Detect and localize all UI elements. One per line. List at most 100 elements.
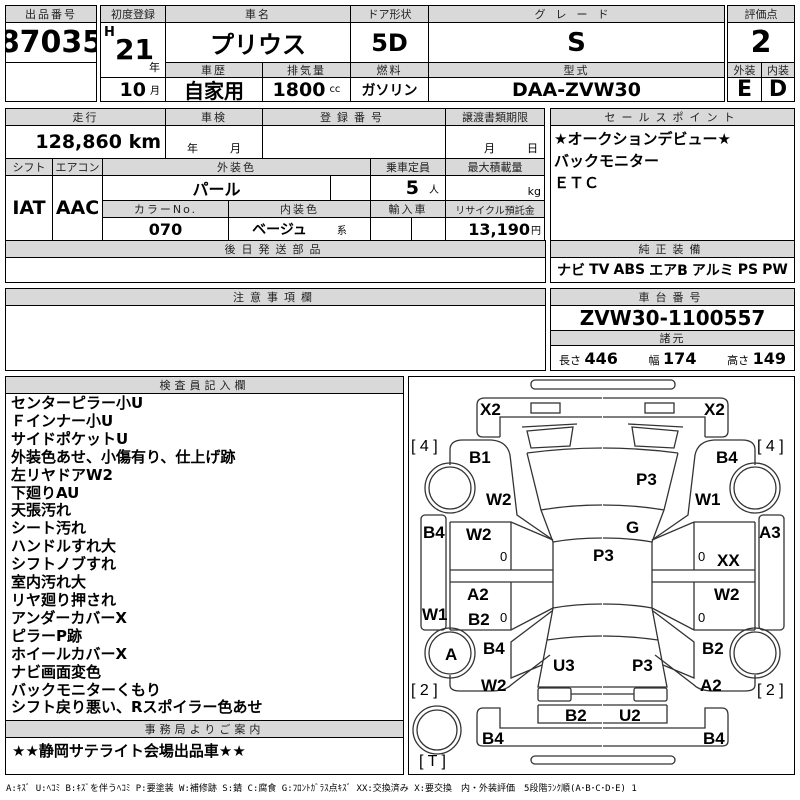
sales-point-item: バックモニター — [554, 152, 660, 170]
tire-fr: [ 4 ] — [757, 438, 784, 455]
damage-mark: P3 — [593, 546, 614, 565]
spec-length: 長さ 446 — [559, 349, 618, 368]
mileage-number: 128,860 — [35, 131, 122, 153]
score-value: 2 — [727, 22, 795, 63]
inspector-note: ナビ画面変色 — [11, 662, 102, 681]
inspection-value: 年月 — [165, 125, 263, 159]
month-unit: 月 — [150, 86, 160, 97]
damage-mark: U2 — [619, 706, 641, 725]
import-value-b — [411, 217, 446, 241]
equipment-label: 純正装備 — [550, 240, 795, 258]
grade-value: S — [428, 22, 725, 63]
int-color-label: 内装色 — [228, 200, 371, 218]
damage-mark: 0 — [500, 610, 508, 625]
length-label: 長さ — [559, 353, 581, 367]
interior-label: 内装 — [761, 62, 795, 78]
damage-mark: P3 — [632, 656, 653, 675]
damage-mark: 0 — [698, 610, 706, 625]
damage-mark: W2 — [481, 676, 507, 695]
lot-number: 87035 — [5, 22, 97, 63]
model-label: 型式 — [428, 62, 725, 78]
inspector-note: 左リヤドアW2 — [11, 465, 113, 484]
damage-mark: B2 — [468, 610, 490, 629]
chassis-label: 車台番号 — [550, 288, 795, 306]
exterior-score: E — [727, 77, 762, 102]
max-load-label: 最大積載量 — [445, 158, 545, 176]
damage-mark: W1 — [422, 605, 448, 624]
inspector-note: サイドポケットU — [11, 429, 129, 448]
inspector-note: 下廻りAU — [11, 483, 80, 502]
damage-mark: W2 — [486, 490, 512, 509]
ext-color-label: 外装色 — [102, 158, 371, 176]
year: 21 — [115, 33, 154, 66]
max-load-value: kg — [445, 175, 545, 201]
era: H — [104, 25, 115, 40]
sales-point-item: ★オークションデビュー★ — [554, 130, 731, 148]
mileage-value: 128,860 km — [5, 125, 166, 159]
capacity-number: 5 — [405, 177, 419, 199]
int-color-value: ベージュ系 — [228, 217, 371, 241]
lot-blank — [5, 62, 97, 102]
reg-number-value — [262, 125, 446, 159]
legend: A:ｷｽﾞ U:ﾍｺﾐ B:ｷｽﾞを伴うﾍｺﾐ P:要塗装 W:補修跡 S:錆 … — [6, 784, 637, 794]
inspector-note: 外装色あせ、小傷有り、仕上げ跡 — [11, 447, 236, 466]
damage-mark: A2 — [467, 585, 489, 604]
int-color-text: ベージュ — [252, 222, 307, 238]
damage-mark: X2 — [480, 400, 501, 419]
specs-values: 長さ 446 幅 174 高さ 149 — [550, 345, 795, 371]
history-label: 車歴 — [165, 62, 263, 78]
import-value-a — [370, 217, 412, 241]
later-parts-value — [5, 257, 546, 283]
damage-mark: U3 — [553, 656, 575, 675]
sales-point-list: ★オークションデビュー★ バックモニター ＥＴＣ — [550, 125, 795, 241]
inspector-note: センターピラー小U — [11, 394, 144, 412]
damage-mark: B2 — [565, 706, 587, 725]
office-label: 事務局よりご案内 — [5, 720, 404, 738]
mileage-unit: km — [128, 131, 161, 153]
transfer-value: 月日 — [445, 125, 545, 159]
damage-mark: 0 — [698, 549, 706, 564]
import-label: 輸入車 — [370, 200, 446, 218]
inspector-note: シフトノブすれ — [11, 555, 117, 574]
transfer-month-unit: 月 — [484, 142, 495, 155]
inspector-note: 天張汚れ — [11, 501, 72, 520]
inspector-note: ハンドルすれ大 — [11, 537, 117, 556]
car-name: プリウス — [165, 22, 351, 63]
inspection-label: 車検 — [165, 108, 263, 126]
damage-mark: A3 — [759, 523, 781, 542]
equipment-item: PW — [762, 262, 788, 278]
capacity-label: 乗車定員 — [370, 158, 446, 176]
height-value: 149 — [752, 348, 786, 368]
tire-rr: [ 2 ] — [757, 682, 784, 699]
damage-mark: B4 — [423, 523, 445, 542]
damage-diagram: [ 4 ] [ 4 ] [ 2 ] [ 2 ] [ T ] X2 X2 B1 B… — [408, 376, 795, 775]
tire-fl: [ 4 ] — [411, 438, 438, 455]
recycle-number: 13,190 — [468, 219, 530, 239]
height-label: 高さ — [727, 353, 750, 367]
notes-body — [5, 305, 546, 371]
shift-value: IAT — [5, 175, 53, 241]
damage-mark: X2 — [704, 400, 725, 419]
equipment-item: ナビ — [557, 263, 586, 279]
damage-mark: 0 — [500, 549, 508, 564]
damage-mark: G — [626, 518, 640, 537]
aircon-value: AAC — [52, 175, 103, 241]
recycle-label: リサイクル預託金 — [445, 200, 545, 218]
first-reg-year: H 21 年 — [100, 22, 166, 78]
damage-mark: B4 — [703, 729, 725, 748]
damage-mark: B1 — [469, 448, 491, 467]
length-value: 446 — [584, 348, 618, 368]
fuel-value: ガソリン — [350, 77, 429, 102]
equipment-list: ナビ TV ABS エアB アルミ PS PW — [550, 257, 795, 283]
ext-color-value: パール — [102, 175, 331, 201]
score-label: 評価点 — [727, 5, 795, 23]
damage-mark: W1 — [695, 490, 721, 509]
color-no-label: カラーNo. — [102, 200, 229, 218]
car-left-half — [412, 379, 676, 755]
inspector-note: リヤ廻り押され — [11, 590, 117, 609]
model-value: DAA-ZVW30 — [428, 77, 725, 102]
